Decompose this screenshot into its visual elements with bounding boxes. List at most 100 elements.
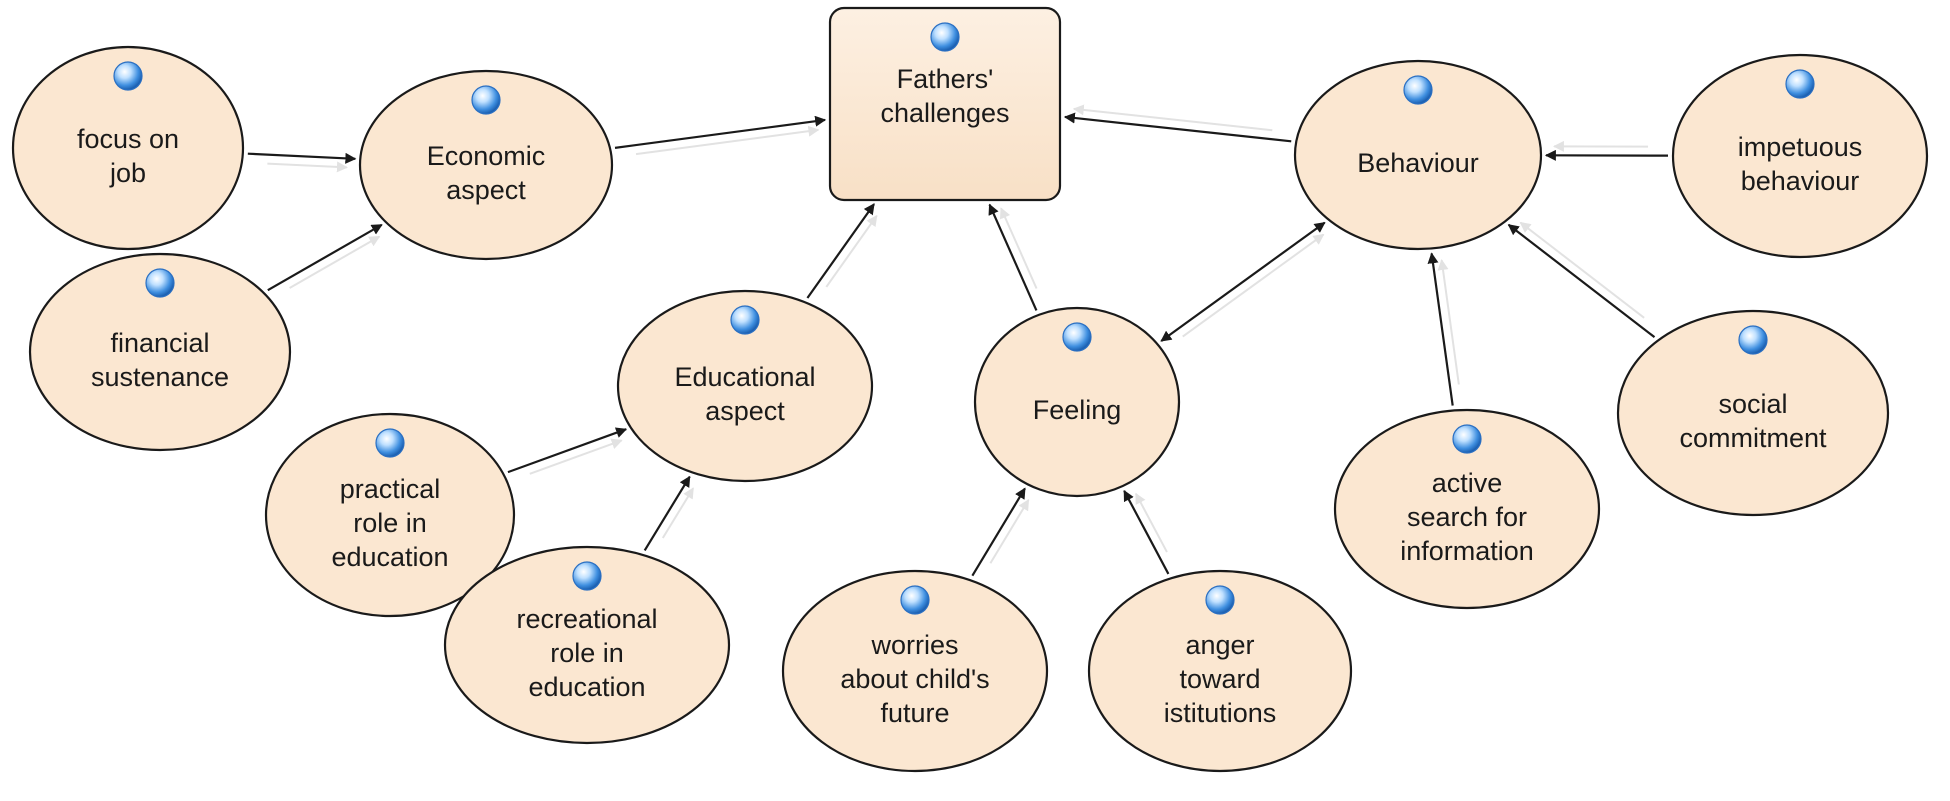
node-label: commitment — [1679, 423, 1827, 453]
edge-shadow-educational-aspect-fathers-challenges — [825, 214, 878, 288]
edge-shadow-social-commitment-behaviour — [1519, 221, 1645, 319]
node-label: Educational — [674, 362, 815, 392]
node-label: focus on — [77, 124, 179, 154]
status-dot-icon — [145, 268, 175, 298]
status-dot-icon — [113, 61, 143, 91]
node-anger: anger toward istitutions — [1087, 569, 1353, 773]
node-shape — [828, 6, 1062, 202]
node-label: search for — [1407, 502, 1527, 532]
node-shape — [1616, 309, 1890, 517]
edge-shadow-feeling-behaviour — [1182, 233, 1325, 338]
node-label: behaviour — [1741, 166, 1860, 196]
node-label: worries — [870, 630, 958, 660]
node-impetuous-behaviour: impetuous behaviour — [1671, 53, 1929, 259]
node-shape — [264, 412, 516, 618]
node-worries: worries about child's future — [781, 569, 1049, 773]
status-dot-icon — [1452, 424, 1482, 454]
edge-layer — [247, 112, 1669, 577]
edge-shadow-anger-feeling — [1135, 492, 1168, 553]
node-feeling: Feeling — [973, 306, 1181, 498]
edge-shadow-economic-aspect-fathers-challenges — [635, 125, 820, 156]
edge-feeling-to-fathers-challenges — [988, 203, 1038, 311]
node-economic-aspect: Economic aspect — [358, 69, 614, 261]
node-fathers-challenges: Fathers' challenges — [828, 6, 1062, 202]
node-label: istitutions — [1164, 698, 1277, 728]
node-label: role in — [353, 508, 427, 538]
node-shape — [1333, 408, 1601, 610]
node-active-search: active search for information — [1333, 408, 1601, 610]
edge-shadow-feeling-fathers-challenges — [999, 207, 1038, 289]
node-shape — [1293, 59, 1543, 251]
edge-social-commitment-to-behaviour — [1507, 223, 1656, 339]
node-label: Fathers' — [897, 64, 994, 94]
node-shape — [973, 306, 1181, 498]
node-label: challenges — [880, 98, 1009, 128]
status-dot-icon — [730, 305, 760, 335]
edge-economic-aspect-to-fathers-challenges — [614, 115, 827, 149]
node-educational-aspect: Educational aspect — [616, 289, 874, 483]
status-dot-icon — [1785, 69, 1815, 99]
node-shape — [781, 569, 1049, 773]
status-dot-icon — [1062, 322, 1092, 352]
status-dot-icon — [1205, 585, 1235, 615]
status-dot-icon — [1738, 325, 1768, 355]
node-shape — [28, 252, 292, 452]
node-label: information — [1400, 536, 1534, 566]
node-label: future — [880, 698, 949, 728]
node-label: education — [528, 672, 645, 702]
node-label: education — [331, 542, 448, 572]
edge-feeling-to-behaviour — [1160, 221, 1326, 342]
node-label: recreational — [516, 604, 657, 634]
edge-focus-on-job-to-economic-aspect — [247, 152, 357, 164]
node-label: sustenance — [91, 362, 229, 392]
edge-worries-to-feeling — [971, 487, 1026, 577]
node-label: active — [1432, 468, 1503, 498]
node-label: job — [109, 158, 146, 188]
node-label: social — [1718, 389, 1787, 419]
node-shape — [1087, 569, 1353, 773]
node-label: anger — [1185, 630, 1254, 660]
status-dot-icon — [375, 428, 405, 458]
node-shape — [616, 289, 874, 483]
edge-shadow-behaviour-fathers-challenges — [1072, 104, 1273, 132]
edge-anger-to-feeling — [1123, 489, 1170, 575]
status-dot-icon — [1403, 75, 1433, 105]
node-social-commitment: social commitment — [1616, 309, 1890, 517]
node-focus-on-job: focus on job — [11, 45, 245, 251]
edge-active-search-to-behaviour — [1427, 252, 1454, 406]
edge-shadow-focus-on-job-economic-aspect — [267, 161, 348, 173]
node-shape — [11, 45, 245, 251]
node-shape — [1671, 53, 1929, 259]
node-financial-sustenance: financial sustenance — [28, 252, 292, 452]
node-label: practical — [340, 474, 441, 504]
node-shape — [358, 69, 614, 261]
node-practical-role: practical role in education — [264, 412, 516, 618]
node-shape — [443, 545, 731, 745]
edge-shadow-active-search-behaviour — [1437, 259, 1460, 385]
status-dot-icon — [930, 22, 960, 52]
edge-recreational-role-to-educational-aspect — [643, 475, 691, 551]
edge-educational-aspect-to-fathers-challenges — [806, 203, 875, 299]
node-label: financial — [110, 328, 209, 358]
node-label: Economic — [427, 141, 546, 171]
edge-behaviour-to-fathers-challenges — [1063, 112, 1292, 143]
node-label: toward — [1179, 664, 1260, 694]
node-label: aspect — [705, 396, 785, 426]
edge-shadow-practical-role-educational-aspect — [529, 438, 623, 475]
edge-financial-sustenance-to-economic-aspect — [267, 223, 383, 292]
node-behaviour: Behaviour — [1293, 59, 1543, 251]
edge-shadow-worries-feeling — [989, 499, 1030, 564]
node-label: Feeling — [1033, 395, 1122, 425]
status-dot-icon — [471, 85, 501, 115]
status-dot-icon — [572, 561, 602, 591]
edge-shadow-recreational-role-educational-aspect — [661, 487, 695, 539]
node-label: Behaviour — [1357, 148, 1479, 178]
status-dot-icon — [900, 585, 930, 615]
node-label: about child's — [840, 664, 989, 694]
node-label: impetuous — [1738, 132, 1863, 162]
node-label: aspect — [446, 175, 526, 205]
edge-practical-role-to-educational-aspect — [507, 427, 628, 474]
